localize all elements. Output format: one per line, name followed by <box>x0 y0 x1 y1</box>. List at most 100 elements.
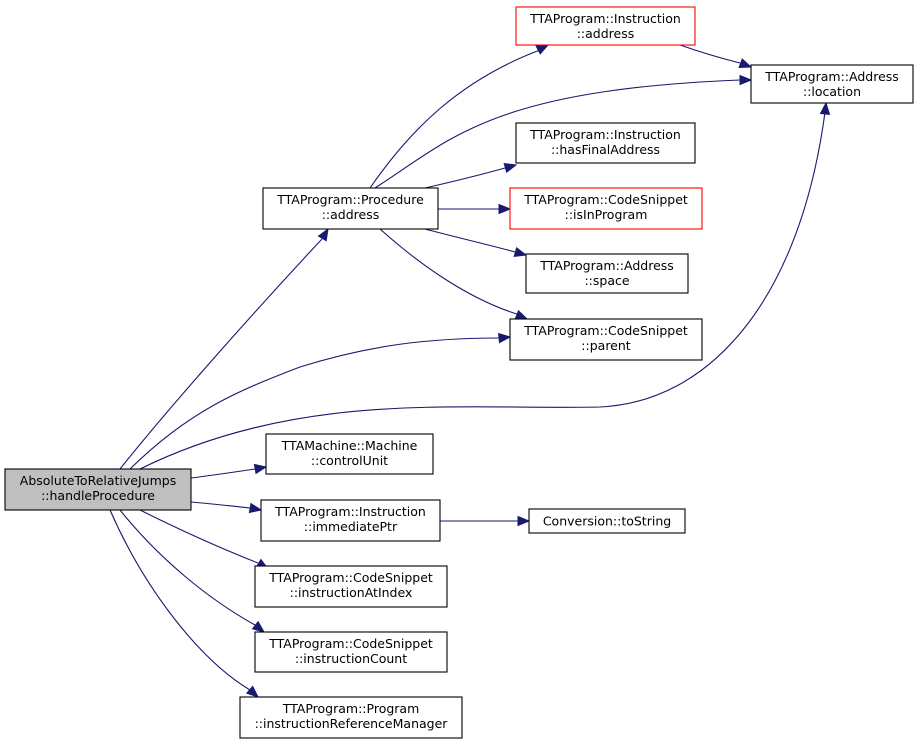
call-edge-root-to-cs_instrcount <box>119 509 266 633</box>
node-label-line2: ::hasFinalAddress <box>551 142 660 157</box>
node-label-line1: TTAProgram::Address <box>539 258 674 273</box>
edge-line <box>129 337 501 470</box>
node-label-line1: TTAProgram::Procedure <box>276 192 424 207</box>
arrowhead-icon <box>498 203 512 215</box>
call-edge-proc_address-to-instr_address <box>369 44 550 189</box>
node-label-line1: TTAMachine::Machine <box>281 438 418 453</box>
function-node-cs_isinprogram[interactable]: TTAProgram::CodeSnippet::isInProgram <box>509 187 703 230</box>
call-edge-proc_address-to-cs_isinprogram <box>438 203 512 215</box>
call-edge-root-to-cs_parent <box>129 332 512 470</box>
arrowhead-icon <box>248 502 263 514</box>
node-label-line2: ::space <box>584 273 629 288</box>
function-node-instr_immptr[interactable]: TTAProgram::Instruction::immediatePtr <box>260 499 441 542</box>
node-box <box>515 122 696 164</box>
function-node-prog_irm[interactable]: TTAProgram::Program::instructionReferenc… <box>239 696 463 739</box>
arrowhead-icon <box>251 620 266 633</box>
node-label-line2: ::isInProgram <box>565 207 648 222</box>
edge-line <box>119 238 323 470</box>
call-edge-root-to-machine_cu <box>190 463 268 479</box>
node-box <box>254 565 448 608</box>
node-label-line2: ::address <box>322 207 380 222</box>
function-node-cs_parent[interactable]: TTAProgram::CodeSnippet::parent <box>509 318 703 361</box>
call-edge-proc_address-to-addr_space <box>424 228 528 257</box>
edge-line <box>139 111 826 470</box>
edge-line <box>379 228 521 316</box>
call-edge-instr_immptr-to-conv_tostring <box>439 515 531 527</box>
call-edge-root-to-proc_address <box>119 227 329 470</box>
edge-line <box>109 509 251 691</box>
function-node-root[interactable]: AbsoluteToRelativeJumps::handleProcedure <box>4 468 192 511</box>
function-node-machine_cu[interactable]: TTAMachine::Machine::controlUnit <box>265 433 434 475</box>
call-nodes: AbsoluteToRelativeJumps::handleProcedure… <box>4 6 914 739</box>
edge-line <box>679 44 741 64</box>
node-label-line1: TTAProgram::Address <box>764 69 899 84</box>
node-label-line2: ::address <box>577 26 635 41</box>
node-box <box>750 64 914 104</box>
arrowhead-icon <box>253 463 268 475</box>
arrowhead-icon <box>317 227 329 242</box>
function-node-proc_address[interactable]: TTAProgram::Procedure::address <box>262 187 439 230</box>
call-edge-root-to-prog_irm <box>109 509 259 698</box>
call-edge-proc_address-to-instr_hasfinal <box>424 163 518 189</box>
node-label-line2: ::parent <box>581 338 630 353</box>
node-box <box>265 433 434 475</box>
arrowhead-icon <box>738 58 753 69</box>
node-box <box>262 187 439 230</box>
function-node-instr_address[interactable]: TTAProgram::Instruction::address <box>515 6 696 46</box>
node-label-line2: ::location <box>803 84 861 99</box>
node-label-line1: TTAProgram::CodeSnippet <box>268 636 433 651</box>
edge-line <box>374 79 741 189</box>
node-label-line2: ::instructionAtIndex <box>290 585 413 600</box>
edge-line <box>424 228 516 253</box>
arrowhead-icon <box>245 685 259 698</box>
arrowhead-icon <box>498 332 512 344</box>
node-box <box>515 6 696 46</box>
arrowhead-icon <box>535 44 550 55</box>
function-node-cs_instrcount[interactable]: TTAProgram::CodeSnippet::instructionCoun… <box>254 631 448 673</box>
edge-line <box>424 167 506 189</box>
node-label-line2: ::instructionCount <box>295 651 407 666</box>
node-box <box>525 253 689 294</box>
edge-line <box>190 468 256 479</box>
arrowhead-icon <box>513 246 528 257</box>
arrowhead-icon <box>739 74 753 86</box>
arrowhead-icon <box>503 163 518 174</box>
node-box <box>509 318 703 361</box>
node-box <box>254 631 448 673</box>
call-edge-proc_address-to-cs_parent <box>379 228 529 320</box>
arrowhead-icon <box>819 101 831 115</box>
function-node-addr_location[interactable]: TTAProgram::Address::location <box>750 64 914 104</box>
node-label-line1: TTAProgram::Instruction <box>529 11 681 26</box>
edge-line <box>119 509 256 626</box>
node-label-line1: TTAProgram::CodeSnippet <box>523 323 688 338</box>
node-label-line2: ::immediatePtr <box>304 519 398 534</box>
call-edges <box>109 44 831 698</box>
edge-line <box>369 49 541 189</box>
node-label-line2: ::controlUnit <box>311 453 388 468</box>
function-node-conv_tostring[interactable]: Conversion::toString <box>528 508 686 534</box>
call-edge-instr_address-to-addr_location <box>679 44 753 69</box>
node-label-line1: Conversion::toString <box>543 514 671 529</box>
node-label-line1: TTAProgram::Program <box>282 701 420 716</box>
arrowhead-icon <box>514 309 529 320</box>
edge-line <box>139 509 259 564</box>
node-box <box>528 508 686 534</box>
node-label-line1: AbsoluteToRelativeJumps <box>20 473 176 488</box>
node-label-line2: ::handleProcedure <box>41 488 155 503</box>
function-node-addr_space[interactable]: TTAProgram::Address::space <box>525 253 689 294</box>
node-label-line1: TTAProgram::CodeSnippet <box>523 192 688 207</box>
node-label-line1: TTAProgram::Instruction <box>529 127 681 142</box>
call-edge-proc_address-to-addr_location <box>374 74 753 189</box>
call-edge-root-to-addr_location <box>139 101 831 470</box>
node-label-line1: TTAProgram::CodeSnippet <box>268 570 433 585</box>
node-label-line1: TTAProgram::Instruction <box>274 504 426 519</box>
call-edge-root-to-instr_immptr <box>190 501 263 514</box>
node-box <box>260 499 441 542</box>
node-box <box>239 696 463 739</box>
node-box <box>509 187 703 230</box>
edge-line <box>190 501 251 509</box>
node-box <box>4 468 192 511</box>
function-node-cs_instratindex[interactable]: TTAProgram::CodeSnippet::instructionAtIn… <box>254 565 448 608</box>
function-node-instr_hasfinal[interactable]: TTAProgram::Instruction::hasFinalAddress <box>515 122 696 164</box>
